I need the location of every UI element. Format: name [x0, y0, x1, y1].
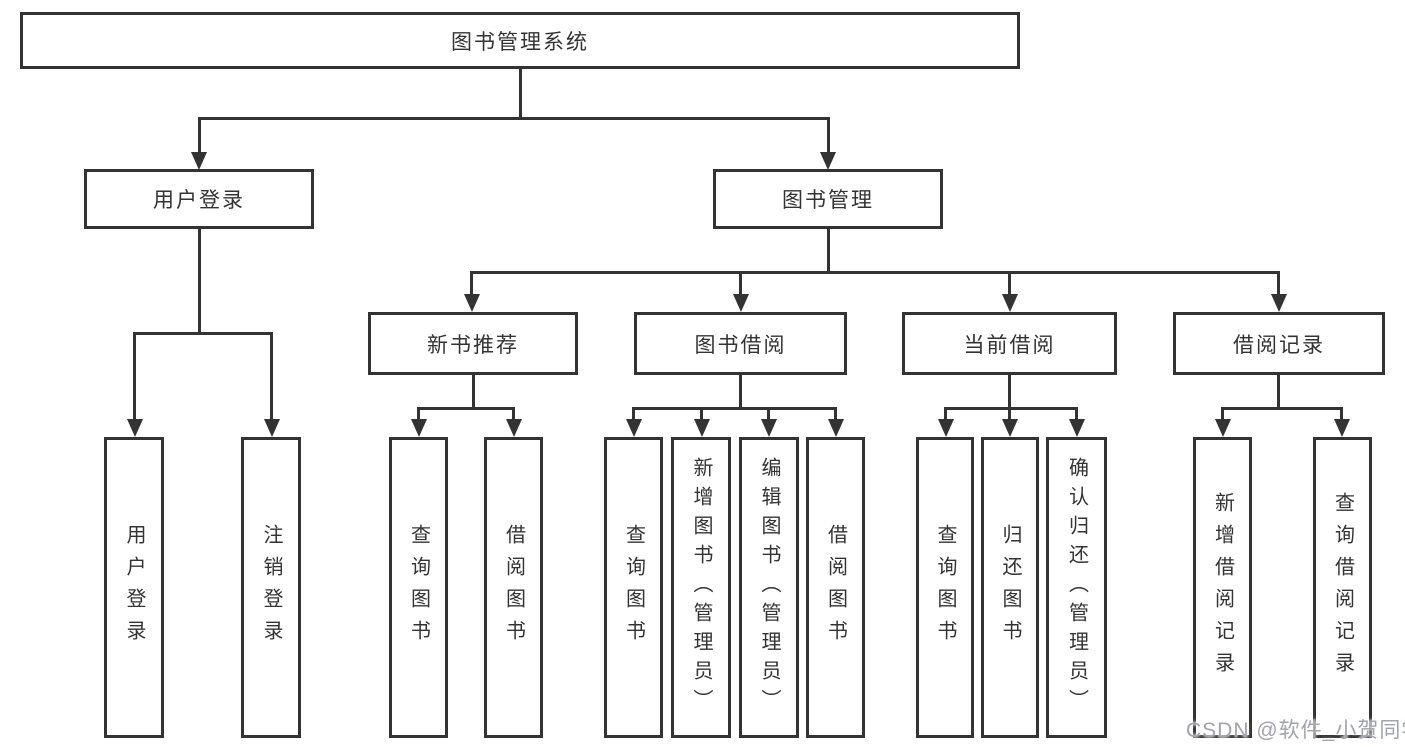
node-current-borrow: 当前借阅	[902, 312, 1117, 375]
leaf-return-book-label: 归还图书	[999, 523, 1021, 652]
connector-g3c2-stem	[1008, 407, 1011, 423]
connector-current-borrow-stem	[1008, 271, 1011, 297]
connector-g2c1-stem	[632, 407, 635, 423]
leaf-user-login: 用户登录	[104, 437, 164, 738]
node-user-login: 用户登录	[84, 169, 314, 229]
connector-g2c1-arrowhead	[626, 419, 642, 437]
connector-new-book-rec-stem	[470, 271, 473, 297]
connector-g1c2-arrowhead	[506, 419, 522, 437]
connector-g1-hline	[417, 407, 515, 410]
node-new-book-rec-label: 新书推荐	[427, 333, 519, 357]
node-new-book-rec: 新书推荐	[368, 312, 578, 375]
connector-g4-hline	[1221, 407, 1342, 410]
leaf-query-book-2-label: 查询图书	[622, 523, 645, 652]
connector-root-hline	[198, 117, 830, 120]
connector-root-vline	[519, 66, 522, 119]
leaf-add-borrow-record: 新增借阅记录	[1193, 437, 1252, 738]
node-borrow-record-label: 借阅记录	[1233, 333, 1325, 357]
connector-g3-vline	[1008, 373, 1011, 409]
leaf-confirm-return-admin: 确认归还（管理员）	[1046, 437, 1107, 738]
connector-g1c1-arrowhead	[411, 419, 427, 437]
connector-book-borrow-stem	[739, 271, 742, 297]
connector-g3c3-arrowhead	[1069, 419, 1085, 437]
connector-g3c3-stem	[1075, 407, 1078, 423]
connector-g2c2-arrowhead	[694, 419, 710, 437]
connector-g2c4-stem	[834, 407, 837, 423]
connector-user-login-arrowhead	[191, 152, 207, 170]
connector-g3c1-arrowhead	[938, 419, 954, 437]
connector-leaf-user-login-arrowhead	[127, 419, 143, 437]
connector-current-borrow-arrowhead	[1002, 294, 1018, 312]
leaf-query-borrow-record-label: 查询借阅记录	[1331, 491, 1354, 684]
connector-g2c2-stem	[700, 407, 703, 423]
connector-g3-hline	[944, 407, 1078, 410]
leaf-query-book-3-label: 查询图书	[934, 523, 956, 652]
connector-g3c1-stem	[944, 407, 947, 423]
leaf-borrow-book-2-label: 借阅图书	[824, 523, 847, 652]
leaf-query-book-1: 查询图书	[389, 437, 448, 738]
leaf-confirm-return-admin-label: 确认归还（管理员）	[1065, 457, 1088, 718]
node-current-borrow-label: 当前借阅	[963, 333, 1056, 357]
leaf-query-book-3: 查询图书	[916, 437, 974, 738]
connector-book-borrow-arrowhead	[733, 294, 749, 312]
connector-user-login-hline	[133, 332, 273, 335]
node-borrow-record: 借阅记录	[1173, 312, 1385, 375]
leaf-add-book-admin-label: 新增图书（管理员）	[690, 457, 712, 718]
connector-g1-vline	[472, 373, 475, 409]
leaf-return-book: 归还图书	[981, 437, 1039, 738]
connector-g2-hline	[632, 407, 837, 410]
connector-book-mgmt-vline	[827, 227, 830, 273]
leaf-add-borrow-record-label: 新增借阅记录	[1211, 491, 1234, 684]
connector-g2-vline	[739, 373, 742, 409]
connector-g4c2-arrowhead	[1334, 419, 1350, 437]
csdn-watermark: CSDN @软件_小贺同学	[1186, 719, 1405, 742]
connector-user-login-stem	[198, 117, 201, 154]
leaf-query-book-2: 查询图书	[604, 437, 663, 738]
node-book-borrow: 图书借阅	[634, 312, 847, 375]
connector-g4c2-stem	[1340, 407, 1343, 423]
connector-g4-vline	[1277, 373, 1280, 409]
leaf-borrow-book-1-label: 借阅图书	[502, 523, 525, 652]
connector-g2c3-arrowhead	[761, 419, 777, 437]
connector-g3c2-arrowhead	[1002, 419, 1018, 437]
leaf-edit-book-admin: 编辑图书（管理员）	[739, 437, 799, 738]
connector-g4c1-arrowhead	[1215, 419, 1231, 437]
connector-leaf-user-login-stem	[133, 332, 136, 421]
node-book-mgmt: 图书管理	[713, 169, 943, 229]
leaf-query-borrow-record: 查询借阅记录	[1313, 437, 1372, 738]
connector-book-mgmt-arrowhead	[820, 152, 836, 170]
connector-new-book-rec-arrowhead	[464, 294, 480, 312]
connector-book-mgmt-hline	[470, 271, 1280, 274]
connector-leaf-logout-stem	[270, 332, 273, 421]
connector-borrow-record-arrowhead	[1271, 294, 1287, 312]
connector-g4c1-stem	[1221, 407, 1224, 423]
connector-g2c4-arrowhead	[828, 419, 844, 437]
leaf-logout-label: 注销登录	[260, 523, 282, 652]
leaf-borrow-book-2: 借阅图书	[806, 437, 865, 738]
leaf-edit-book-admin-label: 编辑图书（管理员）	[758, 457, 780, 718]
leaf-query-book-1-label: 查询图书	[407, 523, 430, 652]
node-user-login-label: 用户登录	[153, 189, 245, 212]
leaf-user-login-label: 用户登录	[123, 523, 145, 652]
connector-g2c3-stem	[767, 407, 770, 423]
leaf-borrow-book-1: 借阅图书	[484, 437, 543, 738]
connector-g1c1-stem	[417, 407, 420, 423]
node-root: 图书管理系统	[20, 12, 1020, 69]
leaf-logout: 注销登录	[241, 437, 301, 738]
connector-user-login-vline	[198, 227, 201, 335]
node-book-borrow-label: 图书借阅	[694, 333, 787, 357]
node-book-mgmt-label: 图书管理	[782, 189, 874, 212]
leaf-add-book-admin: 新增图书（管理员）	[671, 437, 731, 738]
connector-g1c2-stem	[512, 407, 515, 423]
connector-leaf-logout-arrowhead	[264, 419, 280, 437]
node-root-label: 图书管理系统	[451, 30, 589, 54]
connector-book-mgmt-stem	[827, 117, 830, 154]
connector-borrow-record-stem	[1277, 271, 1280, 297]
